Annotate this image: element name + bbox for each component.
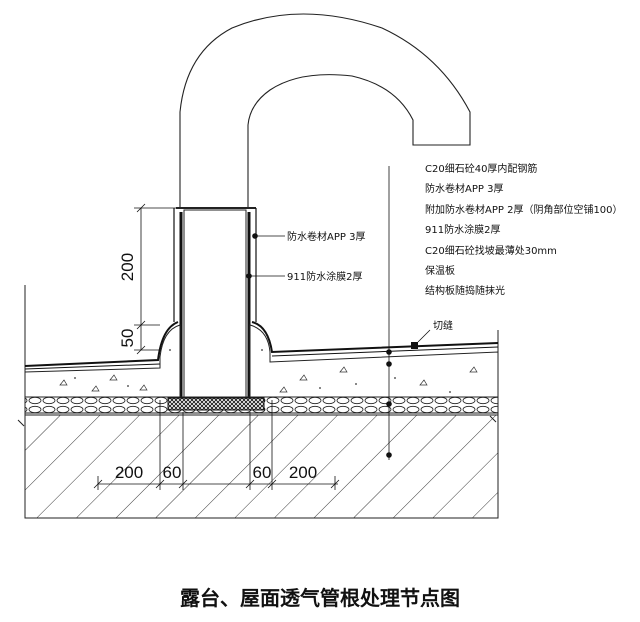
vertical-dimensions xyxy=(134,203,176,355)
layer-label: 防水卷材APP 3厚 xyxy=(425,182,503,195)
pipe-coating-label: 911防水涂膜2厚 xyxy=(287,270,362,283)
cut-joint-label: 切缝 xyxy=(433,319,453,332)
vent-pipe xyxy=(176,207,256,401)
layer-label: 保温板 xyxy=(425,264,455,277)
horizontal-dimensions xyxy=(93,400,340,490)
concrete-screed xyxy=(24,324,499,398)
vent-pipe-bend xyxy=(179,13,471,208)
drawing-title: 露台、屋面透气管根处理节点图 xyxy=(180,586,460,610)
dim-vertical-50: 50 xyxy=(118,329,137,348)
layer-label: C20细石砼40厚内配钢筋 xyxy=(425,162,537,175)
cut-joint-marker xyxy=(411,342,418,349)
structural-slab xyxy=(17,285,499,519)
dim-horizontal-60-left: 60 xyxy=(163,463,182,482)
dim-horizontal-60-right: 60 xyxy=(253,463,272,482)
layer-label: 附加防水卷材APP 2厚（阴角部位空铺100） xyxy=(425,203,623,216)
pipe-root-seal xyxy=(167,397,265,411)
dim-horizontal-200-right: 200 xyxy=(289,463,317,482)
layer-label: 结构板随捣随抹光 xyxy=(425,284,505,297)
dim-vertical-200: 200 xyxy=(118,253,137,281)
pipe-membrane-label: 防水卷材APP 3厚 xyxy=(287,230,365,243)
pipe-callouts: 防水卷材APP 3厚 911防水涂膜2厚 xyxy=(246,230,365,283)
dim-horizontal-200-left: 200 xyxy=(115,463,143,482)
waterproof-membrane xyxy=(24,208,499,370)
layer-leader xyxy=(386,166,392,460)
layer-labels: C20细石砼40厚内配钢筋 防水卷材APP 3厚 附加防水卷材APP 2厚（阴角… xyxy=(425,162,623,297)
layer-label: 911防水涂膜2厚 xyxy=(425,223,500,236)
layer-label: C20细石砼找坡最薄处30mm xyxy=(425,244,557,257)
